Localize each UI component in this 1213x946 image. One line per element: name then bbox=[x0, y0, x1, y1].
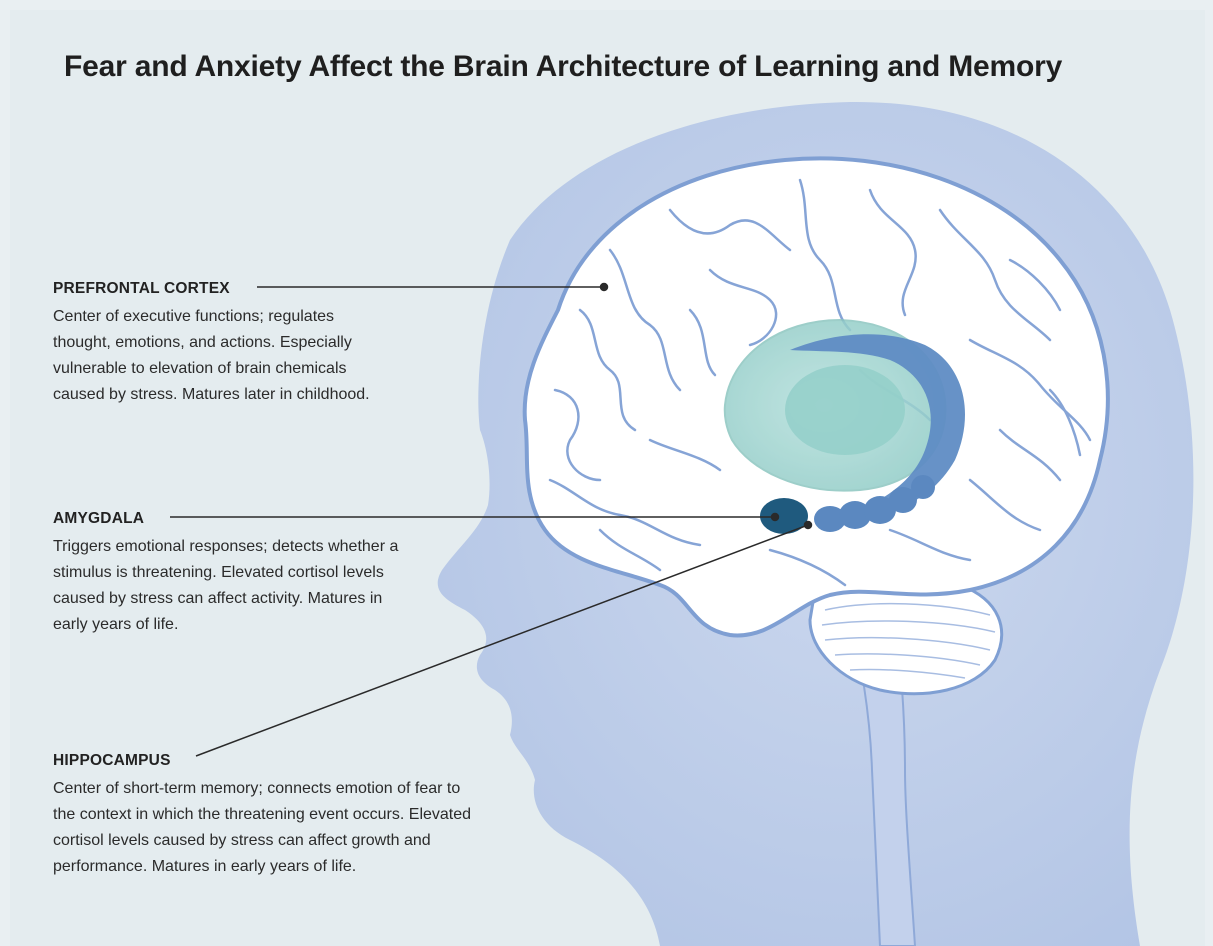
hippocampus-body bbox=[814, 475, 935, 532]
prefrontal-leader-dot bbox=[599, 282, 609, 292]
amygdala-leader-dot bbox=[770, 512, 780, 522]
hippocampus-heading: HIPPOCAMPUS bbox=[53, 752, 171, 769]
prefrontal-cortex-label: PREFRONTAL CORTEX Center of executive fu… bbox=[53, 276, 373, 408]
hippocampus-leader-line bbox=[195, 524, 809, 757]
prefrontal-cortex-description: Center of executive functions; regulates… bbox=[53, 308, 370, 403]
amygdala-label: AMYGDALA Triggers emotional responses; d… bbox=[53, 506, 403, 638]
leader-lines bbox=[170, 282, 813, 757]
thalamus bbox=[785, 365, 905, 455]
amygdala-heading: AMYGDALA bbox=[53, 510, 145, 527]
hippocampus-label: HIPPOCAMPUS Center of short-term memory;… bbox=[53, 748, 473, 880]
figure-frame: Fear and Anxiety Affect the Brain Archit… bbox=[10, 10, 1205, 946]
hippocampus-description: Center of short-term memory; connects em… bbox=[53, 780, 472, 875]
cerebellum-folds bbox=[821, 602, 996, 679]
brain-illustration bbox=[170, 101, 1194, 946]
prefrontal-cortex-heading: PREFRONTAL CORTEX bbox=[53, 280, 230, 297]
hippocampus-shape bbox=[790, 334, 965, 520]
hippocampus-leader-dot bbox=[803, 520, 813, 530]
figure-title: Fear and Anxiety Affect the Brain Archit… bbox=[64, 50, 1063, 83]
amygdala-shape bbox=[760, 498, 808, 534]
amygdala-description: Triggers emotional responses; detects wh… bbox=[53, 538, 399, 633]
brain-folds bbox=[548, 178, 1092, 587]
